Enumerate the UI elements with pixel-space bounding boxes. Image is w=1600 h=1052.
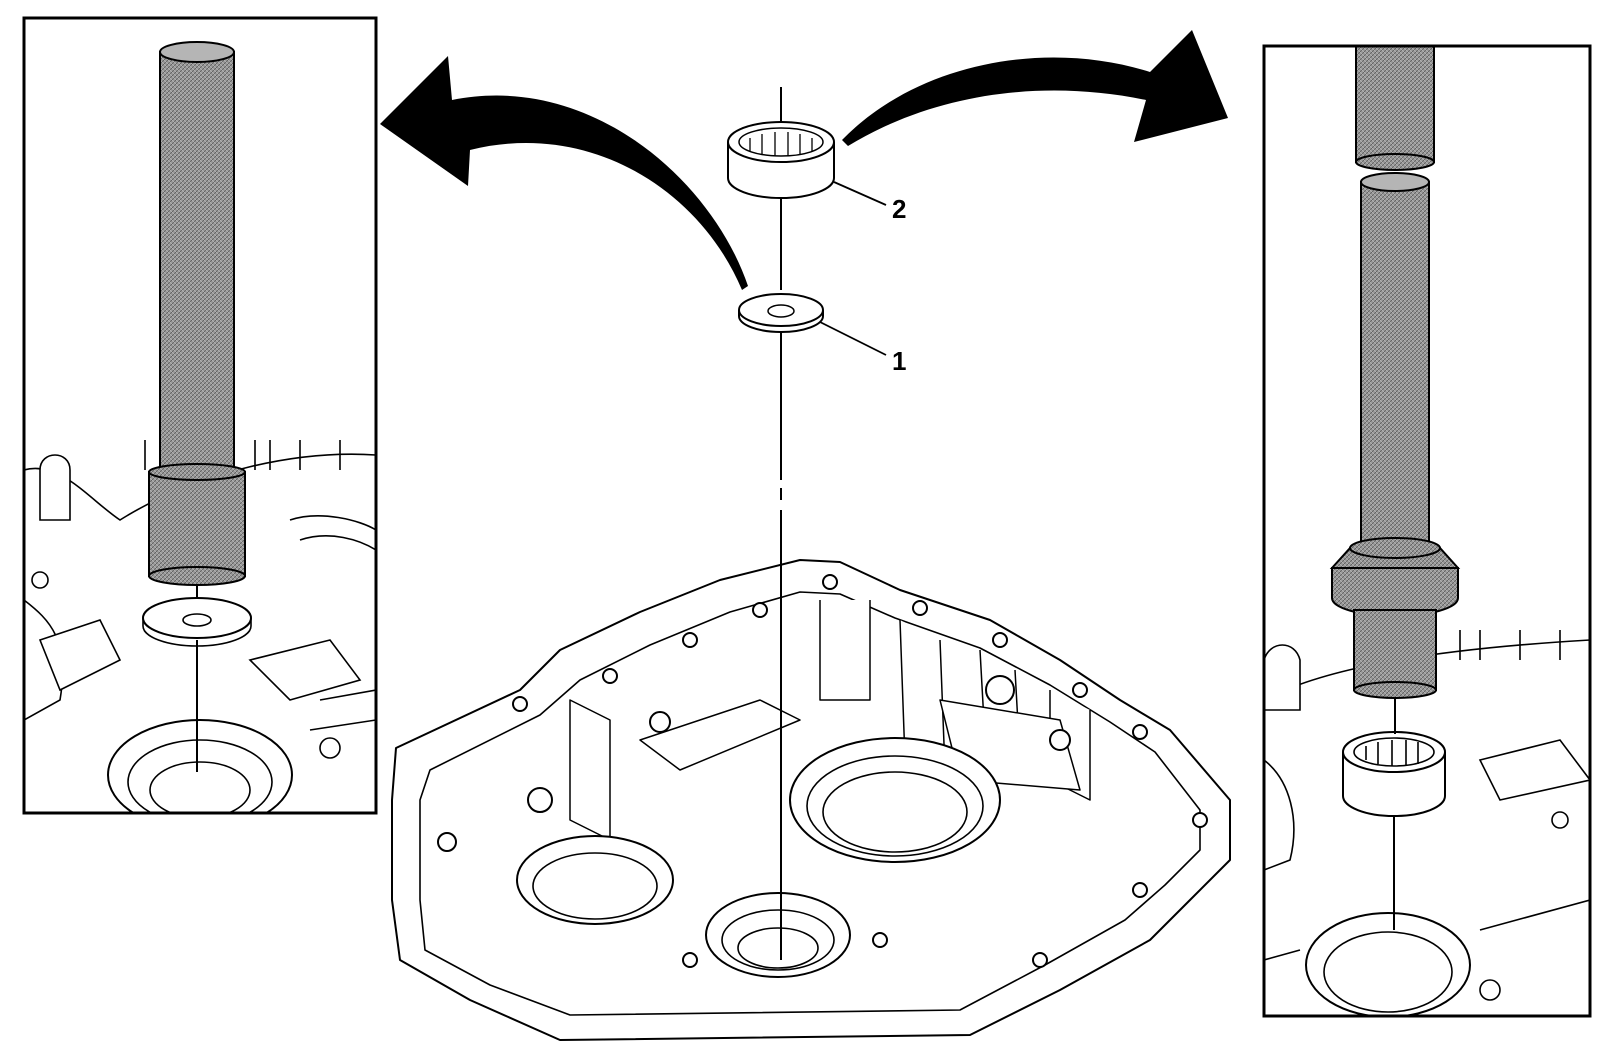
left-inset-frame <box>22 16 378 815</box>
callout-2: 2 <box>892 194 906 224</box>
right-inset-frame <box>1262 44 1592 1018</box>
right-inset-panel <box>1262 44 1592 1018</box>
washer <box>738 293 824 333</box>
callout-1: 1 <box>892 346 906 376</box>
left-installer-tool <box>148 41 246 586</box>
right-installer-tool <box>1329 172 1461 734</box>
svg-text:2: 2 <box>892 194 906 224</box>
leader-lines <box>819 181 887 356</box>
left-inset-panel <box>22 16 378 815</box>
right-curved-arrow <box>842 30 1228 146</box>
svg-text:1: 1 <box>892 346 906 376</box>
transmission-case <box>391 559 1231 1041</box>
right-driver-handle <box>1355 45 1435 171</box>
left-curved-arrow <box>380 56 748 290</box>
roller-bearing <box>727 121 835 199</box>
